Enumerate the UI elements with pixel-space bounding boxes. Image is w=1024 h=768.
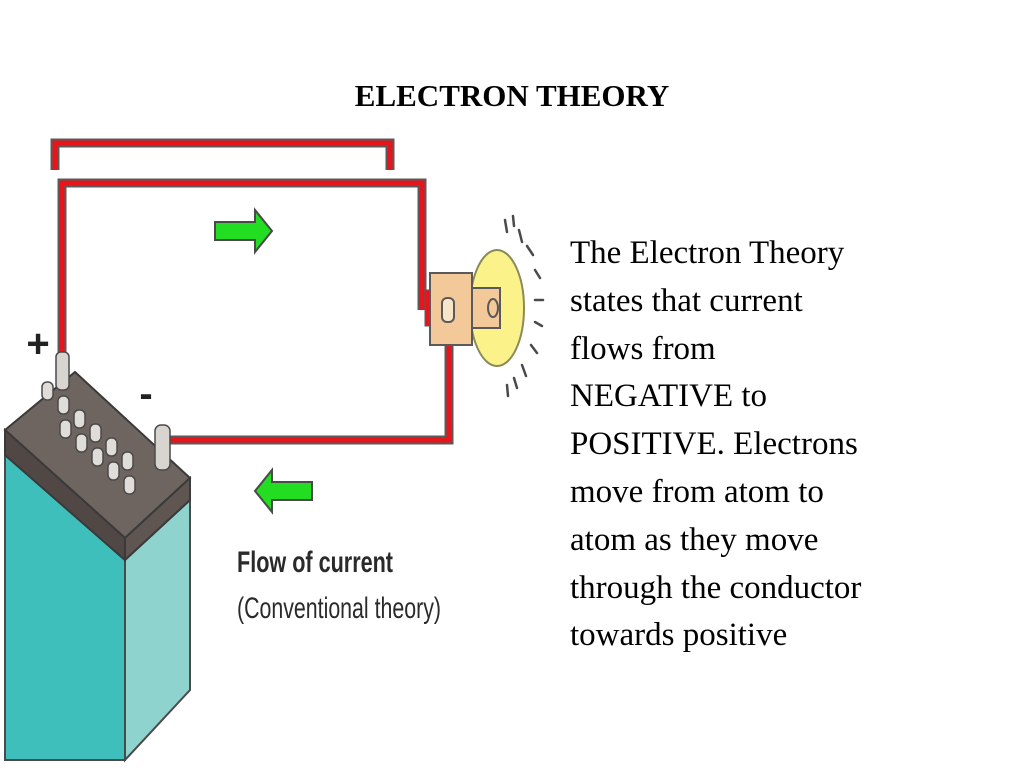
body-text: The Electron Theory states that current … — [570, 230, 980, 660]
body-line: states that current — [570, 282, 803, 319]
body-line: NEGATIVE to — [570, 378, 768, 415]
body-line: POSITIVE. Electrons — [570, 426, 858, 463]
body-line: towards positive — [570, 617, 788, 654]
negative-terminal-label: - — [139, 372, 152, 416]
battery-icon — [3, 351, 192, 763]
arrow-right-icon — [214, 207, 274, 255]
body-line: through the conductor — [570, 569, 862, 606]
wire-top — [57, 178, 427, 355]
wire-reflection — [50, 138, 395, 170]
body-line: atom as they move — [570, 521, 819, 558]
arrow-left-icon — [253, 467, 313, 515]
circuit-diagram: + - Flow of current (Conventional theory… — [3, 138, 545, 763]
body-line: move from atom to — [570, 473, 824, 510]
caption-conventional-theory: (Conventional theory) — [237, 592, 441, 625]
caption-flow-of-current: Flow of current — [237, 546, 393, 579]
light-rays — [503, 214, 545, 398]
positive-terminal — [55, 351, 70, 391]
slide-title: ELECTRON THEORY — [354, 78, 670, 113]
body-line: flows from — [570, 330, 716, 367]
body-line: The Electron Theory — [570, 235, 845, 271]
negative-terminal — [154, 424, 171, 471]
battery-cell-caps — [41, 381, 136, 495]
light-bulb-icon — [424, 249, 525, 367]
positive-terminal-label: + — [26, 322, 49, 366]
wire-bottom — [168, 318, 454, 445]
